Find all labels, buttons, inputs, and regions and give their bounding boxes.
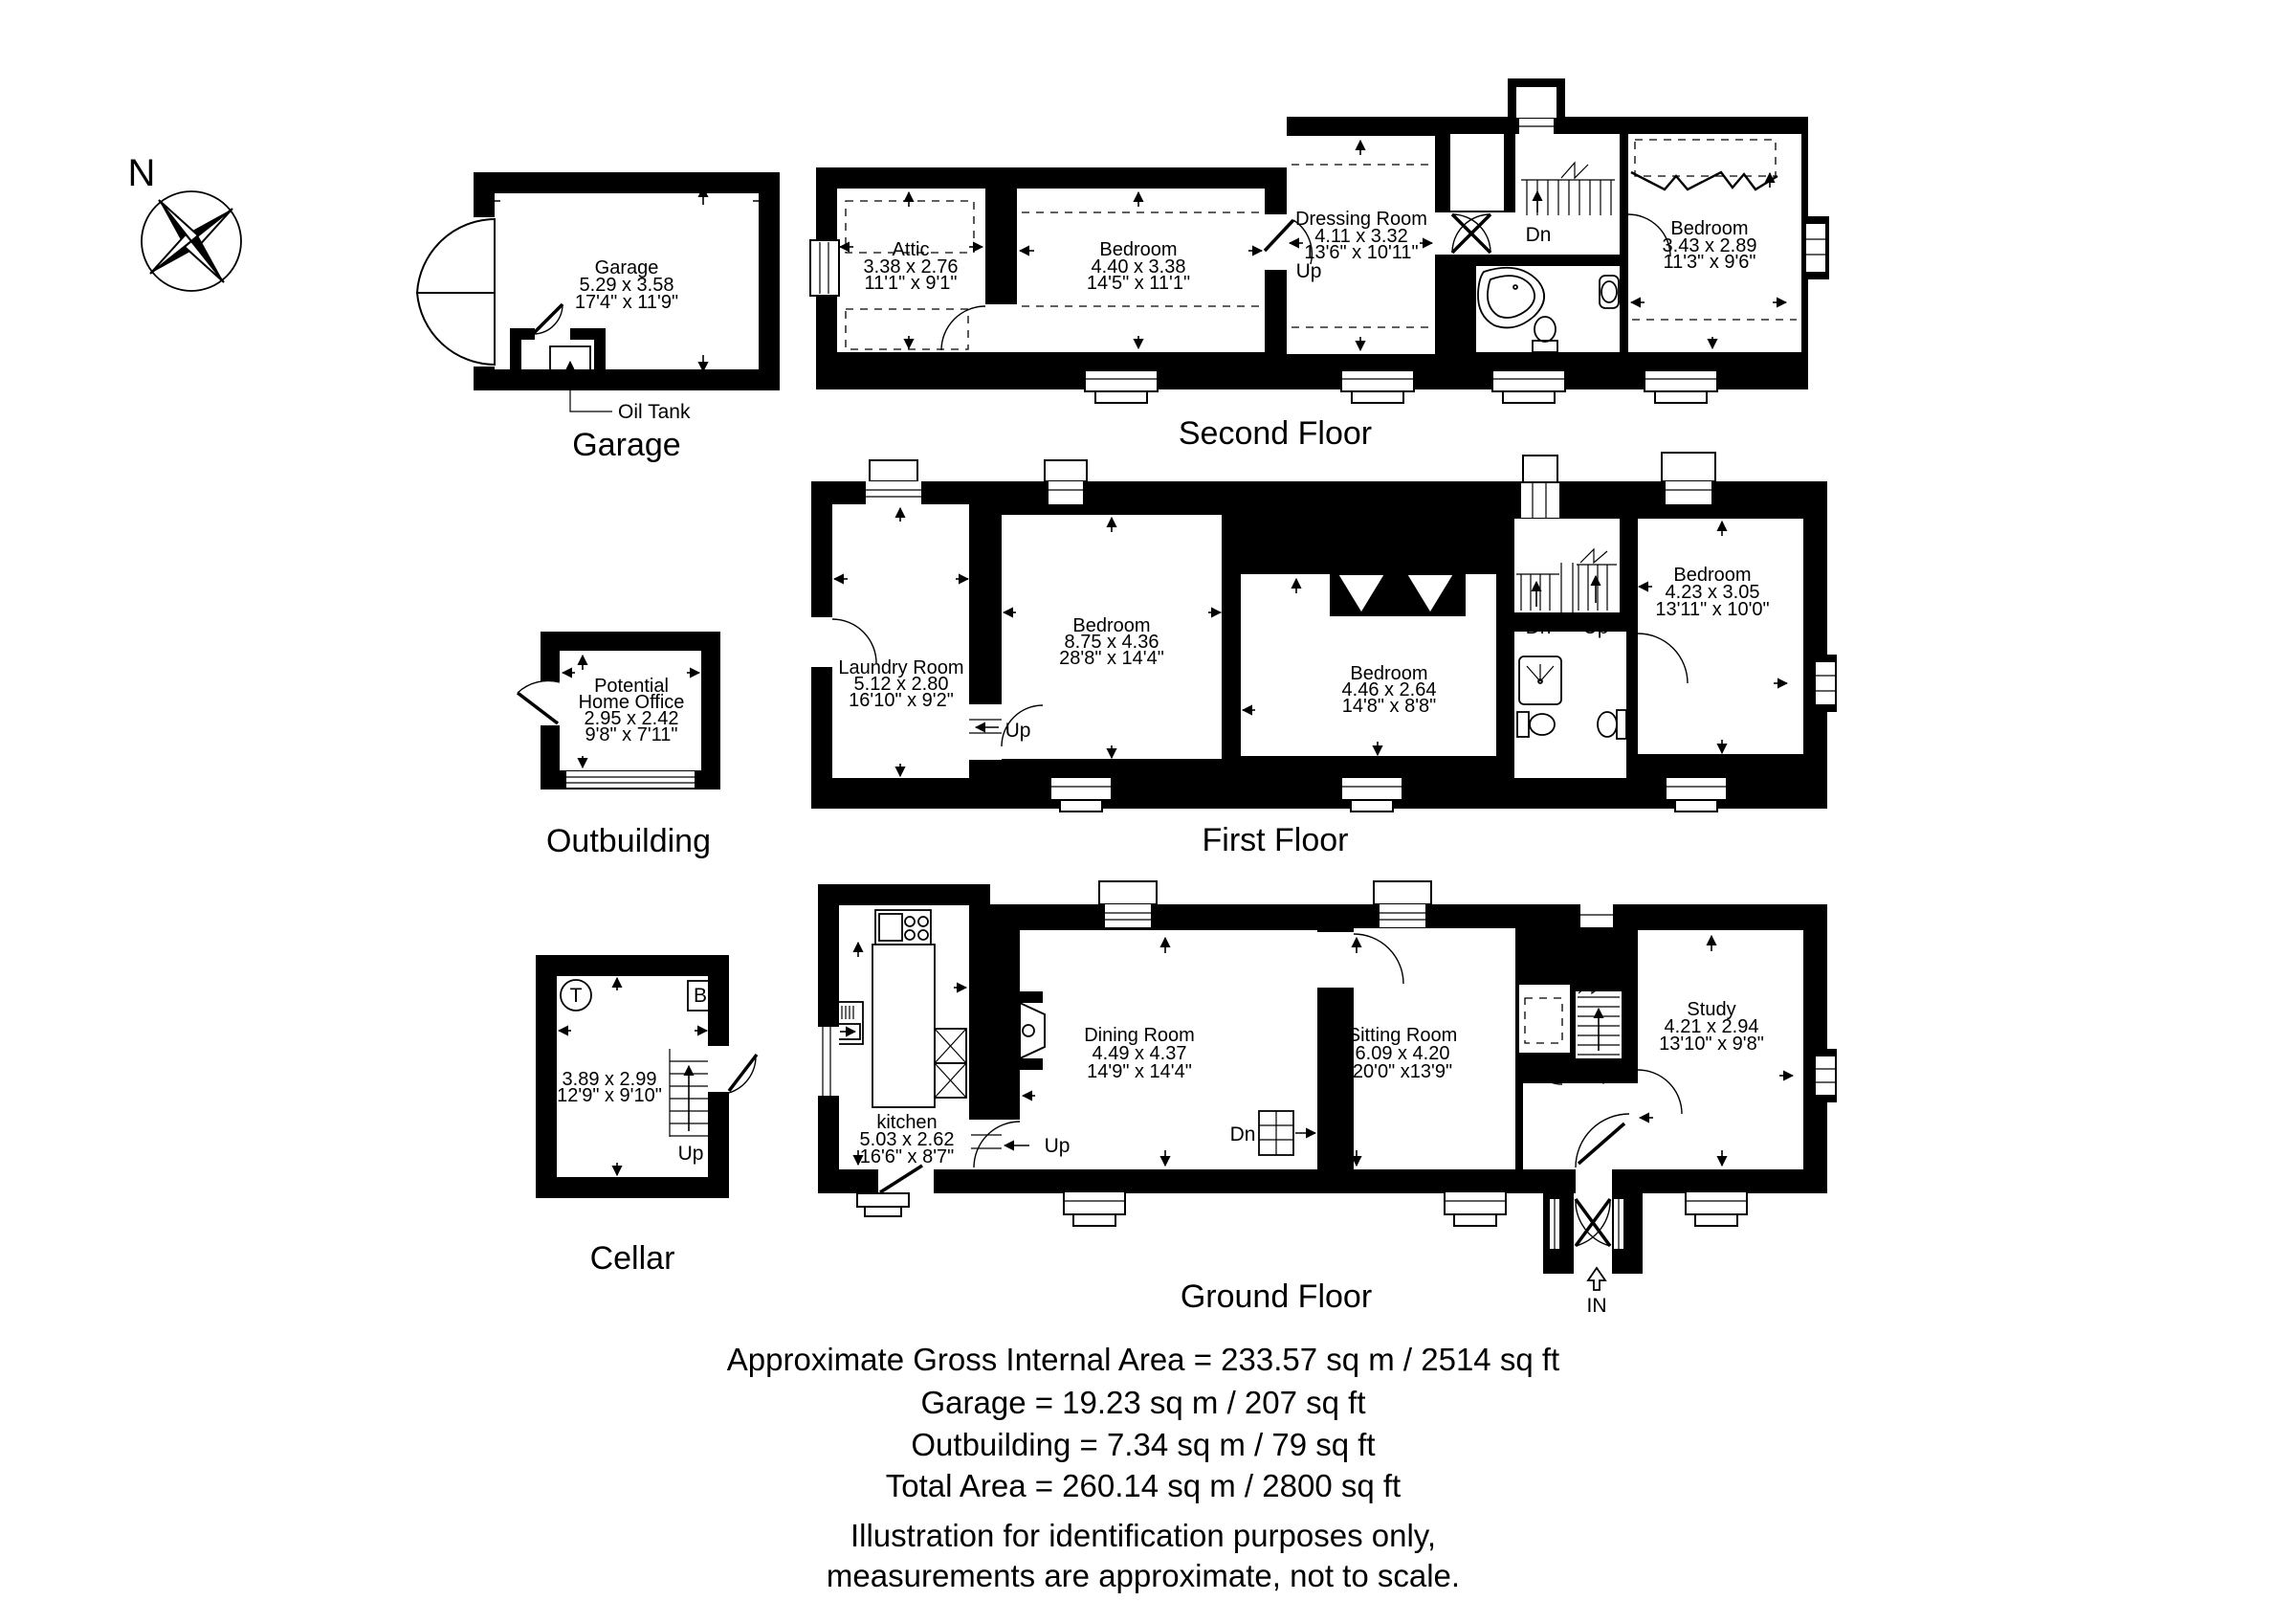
footer-total-area: Total Area = 260.14 sq m / 2800 sq ft: [886, 1468, 1401, 1503]
garage-room-metric: 5.29 x 3.58: [580, 275, 674, 296]
kitchen-cabinets: [934, 1028, 967, 1099]
study-metric: 4.21 x 2.94: [1665, 1016, 1759, 1037]
study-imperial: 13'10" x 9'8": [1659, 1034, 1764, 1055]
ground-floor-up1-label: Up: [1045, 1135, 1071, 1157]
cellar-title: Cellar: [590, 1240, 675, 1277]
attic-imperial: 11'1" x 9'1": [864, 273, 957, 294]
bedroom-mid-name: Bedroom: [1350, 663, 1427, 684]
sitting-imperial: 20'0" x13'9": [1353, 1061, 1452, 1082]
cellar-boiler-label: B: [694, 985, 707, 1007]
ground-floor-dn-label: Dn: [1230, 1123, 1256, 1145]
sitting-name: Sitting Room: [1348, 1025, 1458, 1046]
bedroom-large-imperial: 28'8" x 14'4": [1059, 648, 1164, 669]
toilet-icon: [1516, 711, 1556, 738]
oil-tank-label: Oil Tank: [618, 401, 691, 423]
kitchen-metric: 5.03 x 2.62: [860, 1129, 955, 1150]
bedroom-mid-imperial: 14'8" x 8'8": [1342, 696, 1437, 717]
kitchen-imperial: 16'6" x 8'7": [860, 1146, 955, 1167]
dressing-metric: 4.11 x 3.32: [1314, 226, 1407, 247]
bedroom-left-metric: 4.40 x 3.38: [1092, 256, 1186, 278]
dining-metric: 4.49 x 4.37: [1093, 1043, 1187, 1064]
bedroom-left-imperial: 14'5" x 11'1": [1087, 273, 1190, 294]
office-metric: 2.95 x 2.42: [585, 708, 679, 729]
bedroom-right1f-imperial: 13'11" x 10'0": [1655, 599, 1769, 620]
garage-title: Garage: [572, 427, 680, 463]
bedroom-right-imperial: 11'3" x 9'6": [1663, 252, 1755, 273]
footer-disclaimer-2: measurements are approximate, not to sca…: [827, 1558, 1460, 1593]
dining-imperial: 14'9" x 14'4": [1087, 1061, 1192, 1082]
bedroom-large-metric: 8.75 x 4.36: [1065, 632, 1159, 653]
compass-icon: N: [128, 152, 242, 292]
bedroom-right1f-name: Bedroom: [1673, 565, 1751, 586]
kitchen-counter: [872, 944, 936, 1108]
study-name: Study: [1687, 999, 1735, 1020]
garage-room-imperial: 17'4" x 11'9": [575, 292, 678, 313]
first-floor-title: First Floor: [1203, 822, 1349, 858]
first-floor-stairs: [1476, 525, 1617, 612]
cellar-tank-label: T: [570, 985, 583, 1007]
dining-name: Dining Room: [1084, 1025, 1195, 1046]
outbuilding-title: Outbuilding: [546, 823, 711, 859]
first-floor-plan: Up Dn Up: [811, 452, 1837, 858]
ground-floor-stairs: [1578, 980, 1620, 1056]
bedroom-right-name: Bedroom: [1670, 218, 1748, 239]
cellar-imperial: 12'9" x 9'10": [557, 1085, 662, 1106]
entrance-in-label: IN: [1587, 1295, 1607, 1317]
second-floor-stairs: [1521, 161, 1615, 215]
office-imperial: 9'8" x 7'11": [585, 724, 677, 745]
ground-floor-up2-label: Up: [1587, 1062, 1613, 1084]
cellar-access-stairs: [1258, 1110, 1317, 1156]
second-floor-dn-label: Dn: [1526, 224, 1552, 246]
first-floor-up1-label: Up: [1005, 720, 1031, 742]
garage-plan: Garage 5.29 x 3.58 17'4" x 11'9" Oil Tan…: [415, 172, 780, 463]
attic-name: Attic: [893, 239, 930, 260]
laundry-imperial: 16'10" x 9'2": [849, 690, 954, 711]
oil-tank-closet: [510, 302, 612, 412]
entrance-porch: IN: [1543, 1193, 1643, 1317]
laundry-metric: 5.12 x 2.80: [854, 674, 949, 695]
bedroom-right-metric: 3.43 x 2.89: [1663, 235, 1757, 256]
footer-disclaimer-1: Illustration for identification purposes…: [850, 1518, 1436, 1553]
sink-icon: [1597, 709, 1627, 740]
footer-gross-area: Approximate Gross Internal Area = 233.57…: [727, 1342, 1559, 1377]
attic-metric: 3.38 x 2.76: [864, 256, 959, 278]
entrance-arrow-icon: [1586, 1266, 1607, 1291]
ground-floor-plan: IN: [816, 880, 1837, 1317]
office-name-line2: Home Office: [579, 692, 685, 713]
sitting-metric: 6.09 x 4.20: [1356, 1043, 1450, 1064]
second-floor-window-bays: [1084, 369, 1718, 404]
outbuilding-plan: Potential Home Office 2.95 x 2.42 9'8" x…: [516, 632, 720, 859]
cellar-plan: T B Up 3.89 x 2.99 12'9" x 9'10" Cellar: [536, 955, 759, 1277]
bedroom-mid-metric: 4.46 x 2.64: [1342, 679, 1437, 700]
kitchen-name: kitchen: [876, 1112, 937, 1133]
second-floor-plan: Up Dn: [809, 78, 1829, 452]
second-floor-up-label: Up: [1296, 260, 1322, 282]
shower-icon: [1518, 656, 1562, 705]
dressing-name: Dressing Room: [1295, 209, 1427, 230]
bedroom-large-name: Bedroom: [1072, 615, 1150, 636]
dressing-imperial: 13'6" x 10'11": [1304, 242, 1418, 263]
ground-floor-title: Ground Floor: [1181, 1278, 1372, 1315]
bedroom-left-name: Bedroom: [1099, 239, 1177, 260]
cellar-stairs: [669, 1049, 708, 1137]
cellar-metric: 3.89 x 2.99: [563, 1069, 657, 1090]
cellar-up-label: Up: [678, 1143, 704, 1165]
footer-outbuilding-area: Outbuilding = 7.34 sq m / 79 sq ft: [911, 1427, 1375, 1462]
first-floor-up2-label: Up: [1583, 616, 1609, 638]
footer-garage-area: Garage = 19.23 sq m / 207 sq ft: [920, 1385, 1365, 1420]
first-floor-dn-label: Dn: [1526, 616, 1552, 638]
bathtub-icon: [1477, 266, 1545, 329]
footer: Approximate Gross Internal Area = 233.57…: [727, 1342, 1559, 1593]
office-name-line1: Potential: [594, 676, 669, 697]
bedroom-right1f-metric: 4.23 x 3.05: [1666, 582, 1760, 603]
laundry-name: Laundry Room: [838, 657, 963, 678]
sink-icon: [1599, 275, 1620, 309]
toilet-icon: [1532, 316, 1558, 353]
fridge-icon: [833, 1001, 864, 1045]
second-floor-title: Second Floor: [1179, 415, 1372, 452]
compass-north-label: N: [128, 152, 156, 194]
garage-room-name: Garage: [595, 257, 659, 278]
